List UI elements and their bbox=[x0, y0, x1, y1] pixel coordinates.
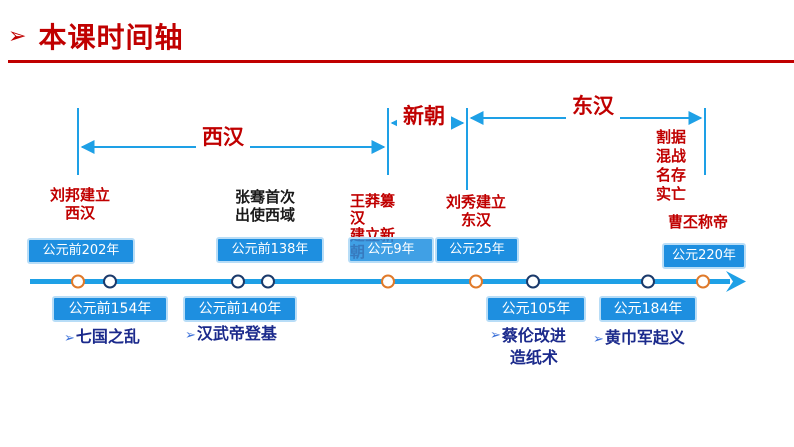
period-west-han: 西汉 bbox=[196, 121, 250, 151]
date-tag-105: 公元105年 bbox=[486, 296, 586, 322]
event-liu-bang: 刘邦建立 西汉 bbox=[49, 186, 110, 222]
marker-184 bbox=[641, 274, 655, 289]
event-warlords: 割据 混战 名存 实亡 bbox=[656, 128, 687, 203]
bullet-arrow-icon: ➢ bbox=[490, 328, 501, 343]
date-tag-154bc: 公元前154年 bbox=[52, 296, 168, 322]
page-title: 本课时间轴 bbox=[38, 21, 184, 54]
period-east-han: 东汉 bbox=[566, 90, 620, 120]
event-emperor-wu: ➢汉武帝登基 bbox=[185, 323, 277, 347]
marker-105 bbox=[526, 274, 540, 289]
header: ➢ 本课时间轴 bbox=[8, 16, 183, 56]
event-zhang-qian: 张骞首次 出使西域 bbox=[234, 188, 295, 224]
event-seven-states: ➢七国之乱 bbox=[64, 326, 140, 350]
date-tag-184: 公元184年 bbox=[599, 296, 697, 322]
bullet-arrow-icon: ➢ bbox=[593, 332, 604, 347]
bullet-arrow-icon: ➢ bbox=[64, 331, 75, 346]
event-yellow-turban-label: 黄巾军起义 bbox=[604, 328, 685, 347]
bullet-arrow-icon: ➢ bbox=[185, 328, 196, 343]
date-tag-220: 公元220年 bbox=[662, 243, 746, 269]
timeline-axis bbox=[30, 279, 730, 284]
marker-154bc bbox=[103, 274, 117, 289]
axis-arrow-head bbox=[726, 271, 746, 292]
event-yellow-turban: ➢黄巾军起义 bbox=[593, 327, 685, 351]
marker-25 bbox=[469, 274, 483, 289]
date-tag-202bc: 公元前202年 bbox=[27, 238, 135, 264]
event-emperor-wu-label: 汉武帝登基 bbox=[196, 324, 277, 343]
marker-9 bbox=[381, 274, 395, 289]
event-cao-pi: 曹丕称帝 bbox=[668, 213, 729, 231]
date-tag-9: 公元9年 bbox=[348, 237, 434, 263]
event-cai-lun: ➢蔡伦改进 造纸术 bbox=[490, 325, 566, 369]
event-seven-states-label: 七国之乱 bbox=[75, 327, 140, 346]
marker-140bc-a bbox=[231, 274, 245, 289]
arrow-icon: ➢ bbox=[8, 23, 27, 49]
marker-138bc bbox=[261, 274, 275, 289]
marker-202bc bbox=[71, 274, 85, 289]
date-tag-25: 公元25年 bbox=[435, 237, 519, 263]
date-tag-138bc: 公元前138年 bbox=[216, 237, 324, 263]
marker-220 bbox=[696, 274, 710, 289]
title-underline bbox=[8, 60, 794, 63]
event-cai-lun-label: 蔡伦改进 造纸术 bbox=[501, 326, 566, 367]
date-tag-140bc: 公元前140年 bbox=[183, 296, 297, 322]
event-liu-xiu: 刘秀建立 东汉 bbox=[445, 193, 506, 229]
period-xin: 新朝 bbox=[397, 100, 451, 130]
